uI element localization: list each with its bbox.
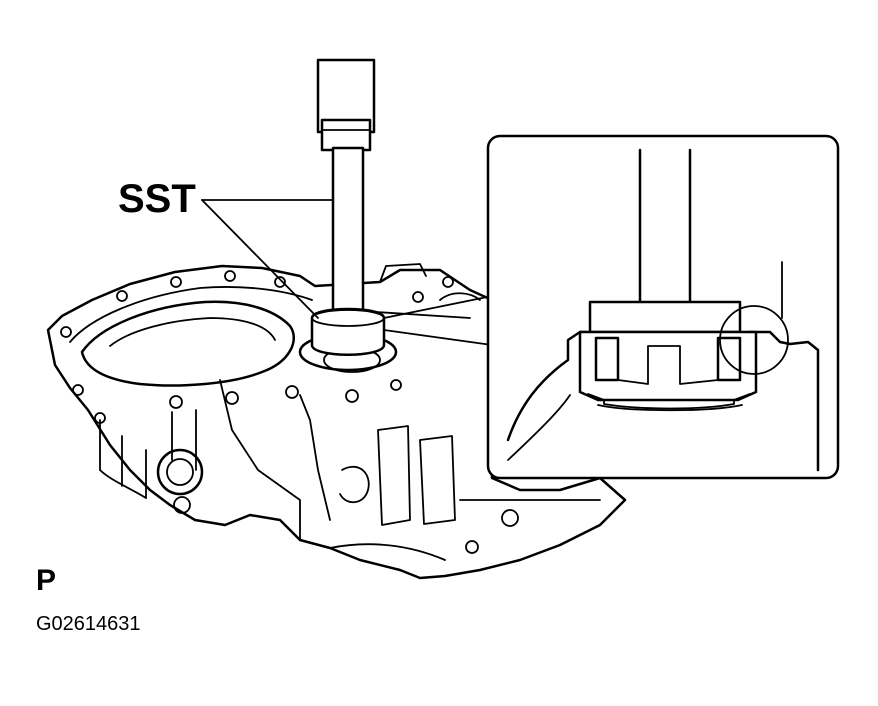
sst-leader-lines [201,199,334,319]
detail-inset [486,134,840,480]
figure-id: G02614631 [36,613,141,635]
sst-label: SST [118,177,196,221]
view-label: P [36,564,56,597]
callout-connector [383,295,493,346]
sst-drift-tool [310,58,386,356]
